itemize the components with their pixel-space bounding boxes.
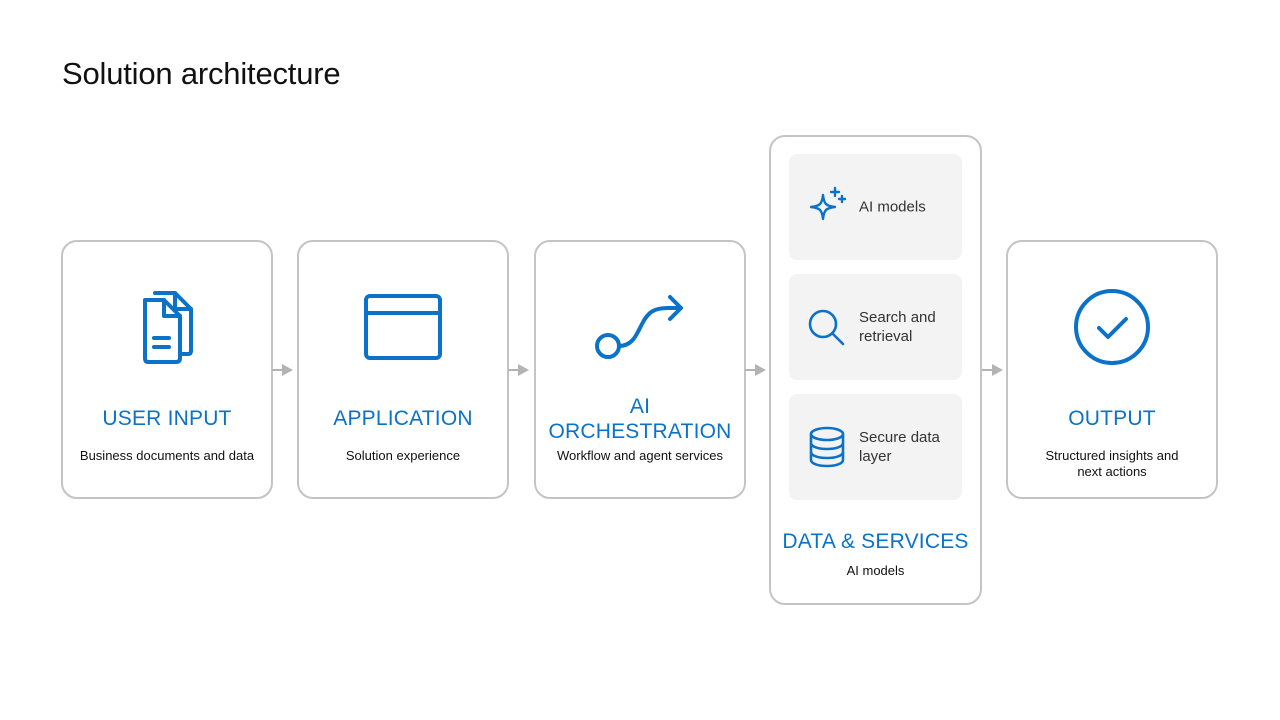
sparkle-icon <box>805 185 849 229</box>
arrow-right-icon <box>272 364 293 376</box>
stage-description: Workflow and agent services <box>557 448 723 463</box>
service-ai-models: AI models <box>789 154 962 260</box>
stage-output: OUTPUT Structured insights and next acti… <box>1006 240 1218 499</box>
flow-icon <box>536 286 744 368</box>
stage-data-services: AI models Search and retrieval Secur <box>769 135 982 605</box>
stage-description: Solution experience <box>345 448 461 463</box>
stage-user-input: USER INPUT Business documents and data <box>61 240 273 499</box>
stage-description: Business documents and data <box>79 448 255 463</box>
stage-label: OUTPUT <box>1068 407 1156 430</box>
documents-icon <box>63 286 271 368</box>
stage-description: Structured insights and next actions <box>1045 448 1179 479</box>
database-icon <box>805 425 849 469</box>
service-secure-data-layer: Secure data layer <box>789 394 962 500</box>
stage-ai-orchestration: AI ORCHESTRATION Workflow and agent serv… <box>534 240 746 499</box>
check-circle-icon <box>1008 286 1216 368</box>
service-search-retrieval: Search and retrieval <box>789 274 962 380</box>
stage-label: DATA & SERVICES <box>782 530 969 553</box>
service-label: Search and retrieval <box>859 309 936 345</box>
page-title: Solution architecture <box>62 56 341 91</box>
arrow-right-icon <box>508 364 529 376</box>
stage-label: APPLICATION <box>333 407 473 430</box>
stage-application: APPLICATION Solution experience <box>297 240 509 499</box>
stage-label: USER INPUT <box>102 407 232 430</box>
arrow-right-icon <box>982 364 1003 376</box>
stage-description: AI models <box>846 563 905 578</box>
app-window-icon <box>299 286 507 368</box>
search-icon <box>805 305 849 349</box>
service-label: AI models <box>859 198 926 216</box>
arrow-right-icon <box>745 364 766 376</box>
service-label: Secure data layer <box>859 429 940 465</box>
stage-label: AI ORCHESTRATION <box>548 395 732 443</box>
